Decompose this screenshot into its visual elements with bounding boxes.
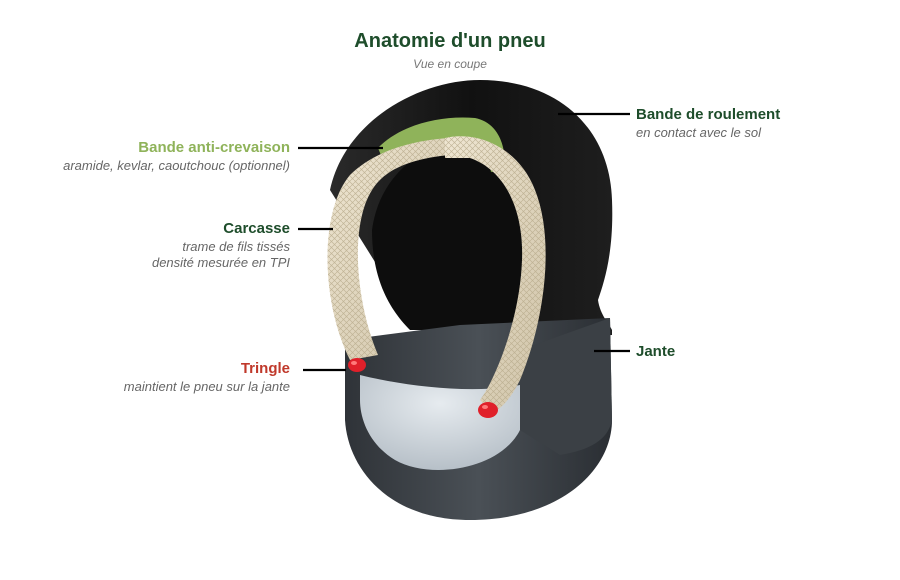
label-anti-crevaison-desc: aramide, kevlar, caoutchouc (optionnel)	[63, 157, 290, 173]
bead-right-highlight	[482, 405, 488, 409]
label-tringle-desc: maintient le pneu sur la jante	[123, 378, 290, 394]
label-bande-roulement-name: Bande de roulement	[636, 106, 781, 123]
anti-puncture-band-shape	[378, 117, 505, 172]
label-tringle-name: Tringle	[240, 360, 290, 377]
label-jante: Jante	[636, 343, 836, 362]
bead-right-shape	[478, 402, 498, 418]
bead-left-highlight	[351, 361, 357, 365]
label-carcasse-desc1: trame de fils tissés	[182, 238, 290, 254]
tire-inner-hole	[372, 140, 540, 330]
label-carcasse-desc2: densité mesurée en TPI	[151, 255, 290, 270]
diagram-title: Anatomie d'un pneu	[354, 30, 546, 52]
label-jante-name: Jante	[636, 343, 676, 360]
label-bande-roulement-desc: en contact avec le sol	[636, 124, 762, 140]
rim-flange-right	[520, 318, 612, 455]
rim-inner-surface	[360, 375, 520, 470]
label-anti-crevaison-name: Bande anti-crevaison	[138, 139, 290, 156]
casing-left-weave	[327, 138, 450, 360]
bead-left-shape	[348, 358, 366, 372]
label-tringle: Tringle maintient le pneu sur la jante	[20, 360, 290, 395]
diagram-subtitle: Vue en coupe	[413, 57, 487, 71]
casing-right-weave	[445, 136, 546, 412]
label-carcasse-name: Carcasse	[223, 220, 290, 237]
label-carcasse: Carcasse trame de fils tissés densité me…	[20, 220, 290, 271]
label-bande-roulement: Bande de roulement en contact avec le so…	[636, 106, 886, 141]
label-anti-crevaison: Bande anti-crevaison aramide, kevlar, ca…	[20, 139, 290, 174]
